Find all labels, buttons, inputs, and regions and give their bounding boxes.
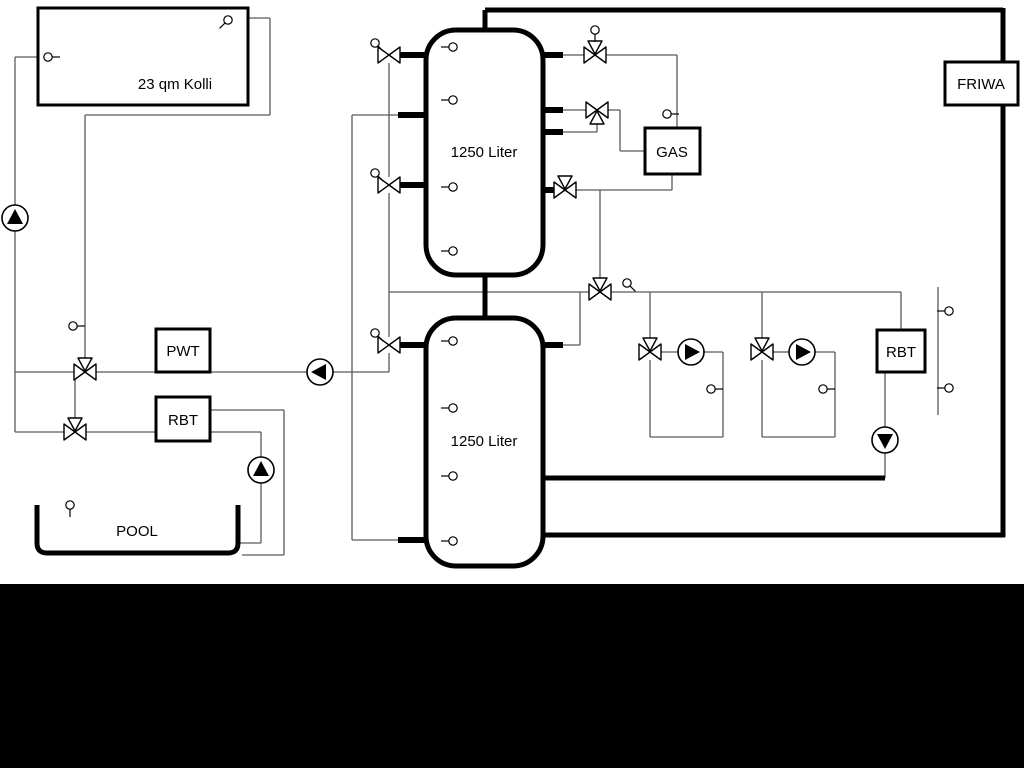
rbt-right-box [875,328,927,374]
pump-buffer-charge-icon [306,358,334,386]
rbt-pool-label: RBT [168,412,198,429]
thick-pipe-network [398,7,1006,543]
pump-rbt-icon [871,426,899,454]
pool-shape [34,505,241,556]
buffer-tank-top-label: 1250 Liter [451,144,518,161]
rbt-right-label: RBT [886,344,916,361]
bottom-black-band [0,584,1024,768]
pump-pool-icon [247,456,275,484]
solar-collector-box [36,6,250,107]
pump-heating-circuit-2-icon [788,338,816,366]
collector-label: 23 qm Kolli [138,76,212,93]
buffer-tank-bottom [423,315,546,569]
friwa-label: FRIWA [957,76,1005,93]
buffer-tank-top [423,27,546,278]
pwt-label: PWT [166,343,199,360]
thin-pipe-network [14,17,939,556]
gas-label: GAS [656,144,688,161]
rbt-pool-box [154,395,212,443]
buffer-tank-bottom-label: 1250 Liter [451,433,518,450]
pump-heating-circuit-1-icon [677,338,705,366]
friwa-box [943,60,1020,107]
pwt-heat-exchanger-box [154,327,212,374]
gas-boiler-box [643,126,702,176]
pump-collector-icon [1,204,29,232]
pool-label: POOL [116,523,158,540]
